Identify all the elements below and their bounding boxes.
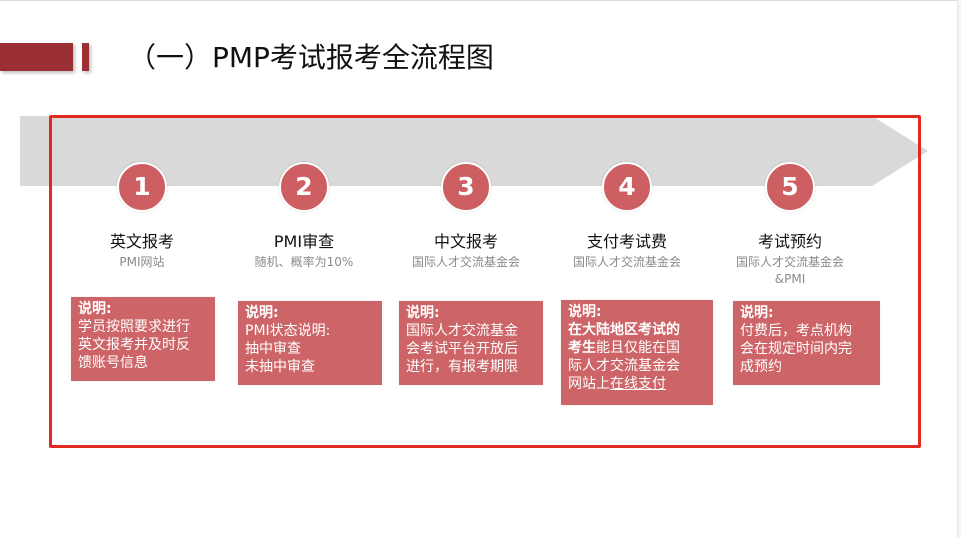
note-text: 网站上: [568, 376, 610, 392]
step-5: 5 考试预约 国际人才交流基金会 &PMI: [710, 162, 870, 288]
note-underlined-text: 在线支付: [610, 376, 666, 392]
note-line: 际人才交流基金会: [568, 358, 680, 374]
note-line: 未抽中审查: [245, 359, 315, 375]
title-decoration-bar: [0, 43, 73, 71]
note-line: 会考试平台开放后: [406, 341, 518, 357]
highlight-frame: [49, 115, 921, 448]
step-4: 4 支付考试费 国际人才交流基金会: [547, 162, 707, 271]
process-arrow: [20, 116, 928, 186]
note-line: 学员按照要求进行: [78, 319, 190, 335]
top-border: [0, 0, 961, 1]
step-title: 考试预约: [757, 232, 822, 251]
note-line: 馈账号信息: [78, 355, 148, 371]
step-subtitle: 国际人才交流基金会: [411, 255, 520, 269]
step-subtitle-2: &PMI: [774, 272, 806, 286]
note-label: 说明:: [78, 301, 112, 317]
note-emphasis: 考生: [568, 340, 596, 356]
step-1-note: 说明: 学员按照要求进行 英文报考并及时反 馈账号信息: [71, 297, 215, 381]
note-line-emphasis: 在大陆地区考试的: [568, 322, 680, 338]
note-line: 抽中审查: [245, 341, 301, 357]
slide-edge: [957, 0, 961, 538]
step-3-note: 说明: 国际人才交流基金 会考试平台开放后 进行，有报考期限: [399, 301, 543, 385]
step-number-badge: 5: [765, 162, 815, 212]
step-number-badge: 3: [441, 162, 491, 212]
step-title: 中文报考: [433, 232, 498, 251]
note-label: 说明:: [406, 305, 440, 321]
page-title: （一）PMP考试报考全流程图: [128, 41, 494, 74]
note-line: 成预约: [740, 359, 782, 375]
step-2: 2 PMI审查 随机、概率为10%: [224, 162, 384, 271]
step-4-note: 说明: 在大陆地区考试的 考生能且仅能在国 际人才交流基金会 网站上在线支付: [561, 300, 713, 405]
step-number-badge: 4: [602, 162, 652, 212]
step-5-note: 说明: 付费后，考点机构 会在规定时间内完 成预约: [733, 301, 880, 385]
title-decoration-tick: [82, 43, 89, 71]
step-title: PMI审查: [273, 232, 335, 251]
step-title: 英文报考: [109, 232, 174, 251]
note-line: 英文报考并及时反: [78, 337, 190, 353]
step-subtitle: PMI网站: [119, 255, 165, 269]
note-line: 会在规定时间内完: [740, 341, 852, 357]
note-line: PMI状态说明:: [245, 323, 331, 339]
note-line: 进行，有报考期限: [406, 359, 518, 375]
step-2-note: 说明: PMI状态说明: 抽中审查 未抽中审查: [238, 301, 382, 385]
step-3: 3 中文报考 国际人才交流基金会: [386, 162, 546, 271]
step-title: 支付考试费: [586, 232, 667, 251]
note-text: 能且仅能在国: [596, 340, 680, 356]
step-subtitle: 国际人才交流基金会: [735, 255, 844, 269]
step-1: 1 英文报考 PMI网站: [62, 162, 222, 271]
step-subtitle: 随机、概率为10%: [254, 255, 354, 269]
step-number-badge: 2: [279, 162, 329, 212]
step-subtitle: 国际人才交流基金会: [572, 255, 681, 269]
note-label: 说明:: [568, 304, 602, 320]
step-number-badge: 1: [117, 162, 167, 212]
note-line: 国际人才交流基金: [406, 323, 518, 339]
note-line: 付费后，考点机构: [740, 323, 852, 339]
note-label: 说明:: [740, 305, 774, 321]
note-label: 说明:: [245, 305, 279, 321]
